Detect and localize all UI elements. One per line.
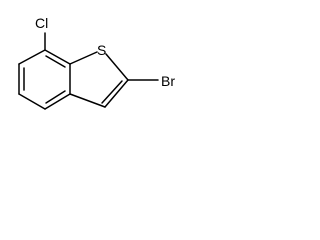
bromine-label: Br xyxy=(161,73,175,89)
bond-c4-c5 xyxy=(18,93,46,110)
bond-c6-c7 xyxy=(18,49,46,65)
benzene-ring xyxy=(18,49,71,110)
bond-c7a-s xyxy=(69,51,98,65)
double-bond-c2-c3-inner xyxy=(101,80,123,104)
bond-c2-c3 xyxy=(104,79,129,108)
bond-c7-c7a xyxy=(44,49,71,65)
bond-c3a-c4 xyxy=(44,93,71,110)
double-bond-c7-c7a-inner xyxy=(45,55,66,68)
chlorine-label: Cl xyxy=(35,15,48,31)
thiophene-ring xyxy=(69,51,129,108)
chemical-structure: Cl S Br xyxy=(18,15,175,110)
bond-c3-c3a xyxy=(69,93,106,108)
sulfur-label: S xyxy=(97,42,106,58)
double-bond-c3a-c4-inner xyxy=(45,90,66,104)
bond-s-c2 xyxy=(105,53,129,81)
